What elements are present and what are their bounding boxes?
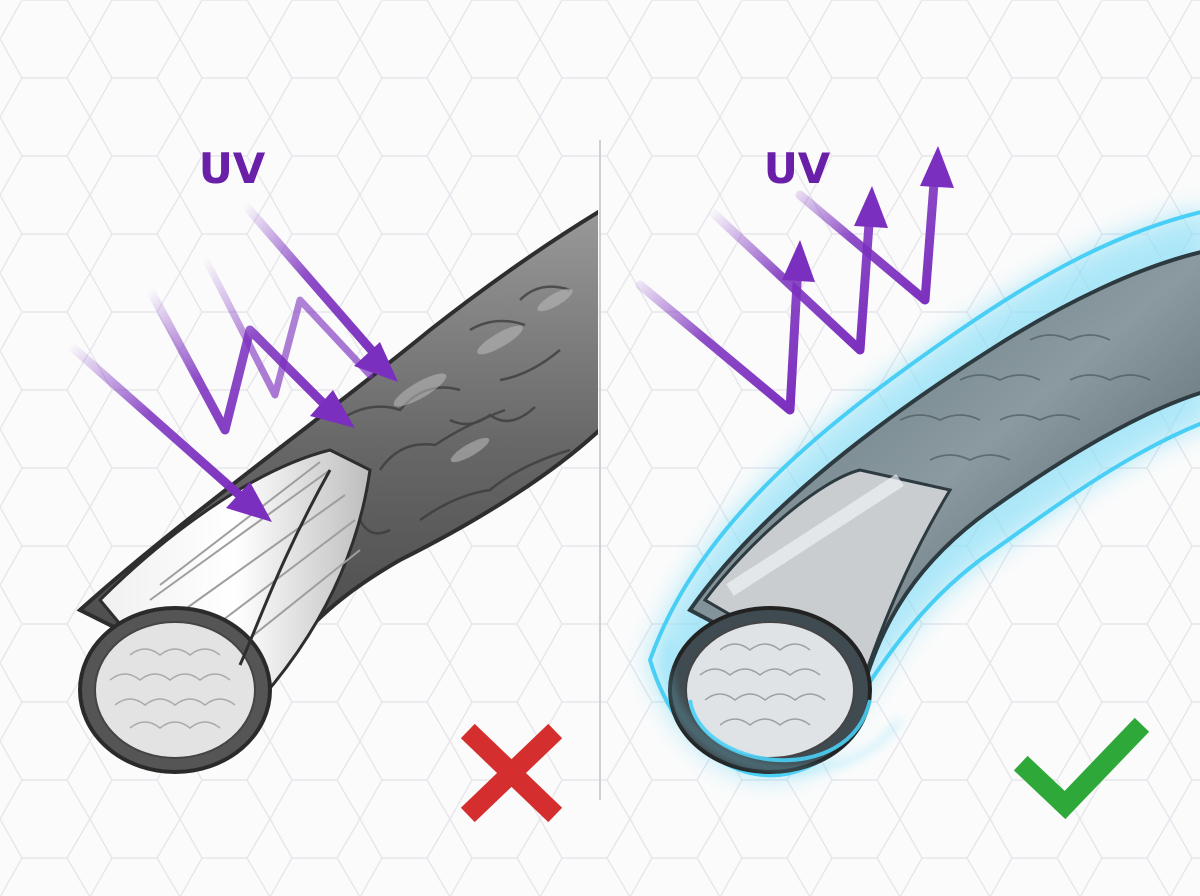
uv-label-right: UV — [764, 144, 831, 193]
uv-label-left: UV — [199, 144, 266, 193]
right-panel: UV — [635, 144, 1200, 820]
check-icon — [1013, 717, 1150, 820]
cross-icon — [460, 723, 563, 823]
damaged-fiber-illustration — [76, 209, 598, 774]
left-panel: UV — [65, 144, 598, 823]
protected-fiber-illustration — [665, 250, 1200, 774]
uv-arrows-reflected — [635, 146, 954, 415]
uv-arrows-penetrating — [65, 200, 398, 522]
